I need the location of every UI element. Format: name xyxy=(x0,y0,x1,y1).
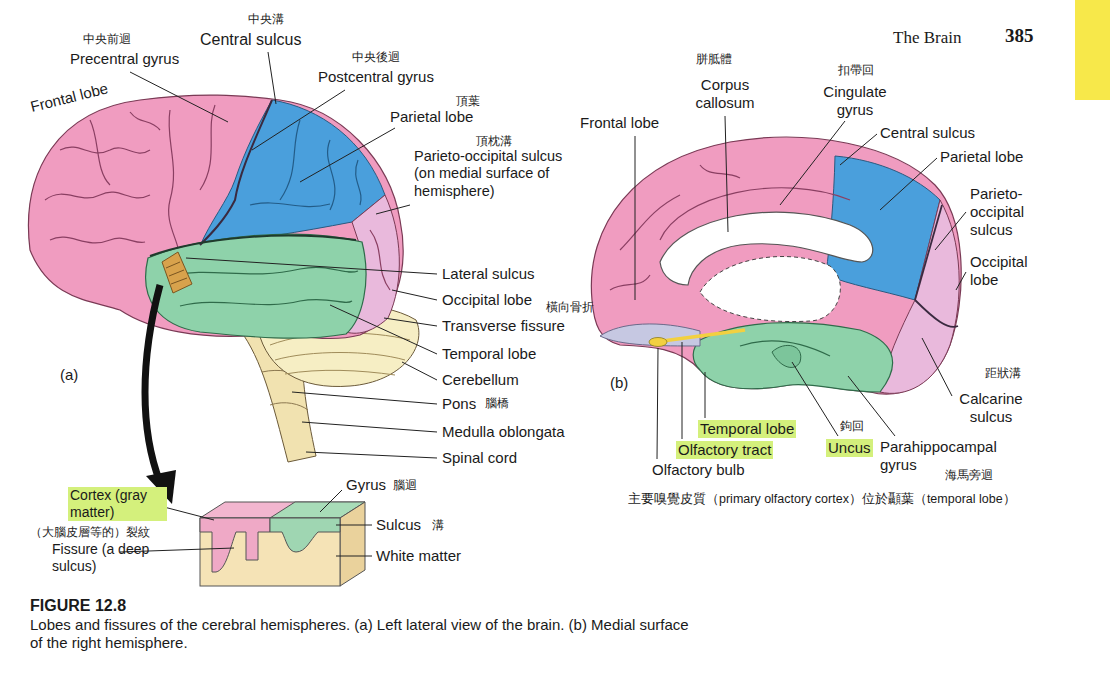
page-header: The Brain xyxy=(893,28,961,48)
chinese-gloss: 中央溝 xyxy=(248,12,284,26)
part-label: Lateral sulcus xyxy=(442,265,535,283)
panel-letter: (b) xyxy=(610,374,628,392)
part-label: Parieto-occipital sulcus (on medial surf… xyxy=(414,148,586,200)
part-label: Parietal lobe xyxy=(940,148,1023,166)
page-number: 385 xyxy=(1005,25,1034,48)
chinese-gloss: 鉤回 xyxy=(840,419,864,433)
part-label: Gyrus xyxy=(346,476,386,494)
part-label: Cingulate gyrus xyxy=(815,83,895,119)
part-label: Uncus xyxy=(826,439,873,457)
part-label: Cortex (gray matter) xyxy=(68,487,167,521)
chinese-gloss: 腦橋 xyxy=(485,396,509,410)
pointer-arrow xyxy=(145,285,160,482)
chinese-gloss: 距狀溝 xyxy=(985,366,1021,380)
figure-number: FIGURE 12.8 xyxy=(30,596,126,615)
chinese-gloss: 扣帶回 xyxy=(838,63,874,77)
chinese-gloss: 頂枕溝 xyxy=(476,134,512,148)
part-label: Postcentral gyrus xyxy=(318,68,434,86)
part-label: Occipital lobe xyxy=(970,253,1045,289)
chinese-gloss: 胼胝體 xyxy=(696,52,732,66)
chinese-gloss: 溝 xyxy=(432,518,444,532)
part-label: Fissure (a deep sulcus) xyxy=(52,541,170,575)
panel-letter: (a) xyxy=(60,366,78,384)
figure-caption: Lobes and fissures of the cerebral hemis… xyxy=(30,616,690,652)
part-label: Parietal lobe xyxy=(390,108,473,126)
page-tab xyxy=(1075,0,1110,100)
chinese-gloss: 頂葉 xyxy=(456,94,480,108)
part-label: Medulla oblongata xyxy=(442,423,565,441)
part-label: Olfactory tract xyxy=(676,441,773,459)
part-label: Parieto-occipital sulcus xyxy=(970,185,1050,239)
part-label: Olfactory bulb xyxy=(652,461,745,479)
part-label: Temporal lobe xyxy=(442,345,536,363)
part-label: Pons xyxy=(442,395,476,413)
part-label: Temporal lobe xyxy=(698,420,796,438)
part-label: Transverse fissure xyxy=(442,317,565,335)
part-label: Frontal lobe xyxy=(580,114,659,132)
leader-lines xyxy=(120,52,966,556)
part-label: Sulcus xyxy=(376,516,421,534)
part-label: Occipital lobe xyxy=(442,291,532,309)
part-label: Cerebellum xyxy=(442,371,519,389)
part-label: Corpus callosum xyxy=(685,76,765,112)
part-label: Precentral gyrus xyxy=(70,50,179,68)
part-label: Spinal cord xyxy=(442,449,517,467)
part-label: Calcarine sulcus xyxy=(952,390,1030,426)
chinese-gloss: 中央後迴 xyxy=(352,50,400,64)
medial-brain xyxy=(591,137,961,394)
part-label: White matter xyxy=(376,547,461,565)
part-label: Central sulcus xyxy=(200,30,301,49)
lateral-brain xyxy=(28,95,418,462)
chinese-gloss: 橫向骨折 xyxy=(546,300,594,314)
note: 主要嗅覺皮質（primary olfactory cortex）位於顳葉（tem… xyxy=(628,492,1016,507)
chinese-gloss: 腦迴 xyxy=(393,478,417,492)
chinese-gloss: 中央前迴 xyxy=(83,32,131,46)
part-label: Frontal lobe xyxy=(29,79,110,116)
chinese-gloss: （大腦皮層等的）裂紋 xyxy=(30,525,150,539)
chinese-gloss: 海馬旁迴 xyxy=(945,468,993,482)
part-label: Central sulcus xyxy=(880,124,975,142)
cortex-block xyxy=(200,502,365,586)
